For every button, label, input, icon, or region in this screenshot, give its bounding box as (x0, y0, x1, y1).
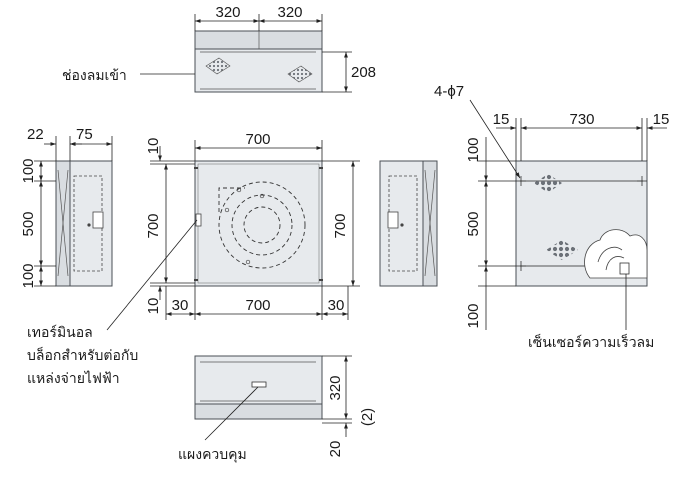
dim-left-w2: 75 (76, 126, 93, 143)
label-airflow-sensor: เซ็นเซอร์ความเร็วลม (528, 333, 654, 351)
dim-front-side-l: 30 (172, 297, 189, 314)
dim-top-h: 208 (351, 64, 376, 81)
dim-ctrl-bot: 20 (327, 441, 344, 458)
top-view: 320 320 208 ช่องลมเข้า (62, 4, 376, 93)
dim-front-top: 10 (145, 138, 162, 155)
right-view-handle (387, 211, 399, 229)
control-panel-display (251, 381, 267, 388)
right-side-view (379, 160, 438, 287)
dim-front-h-right: 700 (332, 213, 349, 238)
label-terminal-line2: บล็อกสำหรับต่อกับ (27, 346, 138, 364)
front-view-body (194, 160, 323, 287)
exhaust-grill-upper (534, 174, 562, 193)
label-terminal-line3: แหล่งจ่ายไฟฟ้า (27, 370, 120, 387)
dim-ctrl-note: (2) (359, 408, 376, 426)
dim-left-w1: 22 (27, 126, 44, 143)
dim-back-r: 15 (653, 111, 670, 128)
dim-top-a: 320 (215, 4, 240, 21)
label-air-inlet: ช่องลมเข้า (62, 68, 127, 84)
fan-outline (218, 181, 306, 269)
dim-left-h1: 100 (20, 158, 37, 183)
control-panel-view: แผงควบคุม 320 20 (2) (178, 355, 376, 463)
dim-back-hole: 4-ϕ7 (434, 83, 464, 100)
inlet-grill-left (205, 57, 231, 75)
dim-back-w: 730 (569, 111, 594, 128)
dim-front-w2: 700 (245, 297, 270, 314)
dim-left-h2: 500 (20, 211, 37, 236)
dim-ctrl-h: 320 (327, 375, 344, 400)
terminal-block (195, 213, 202, 227)
dim-left-h3: 100 (20, 263, 37, 288)
label-control-panel: แผงควบคุม (178, 447, 247, 463)
left-view-handle (92, 211, 104, 229)
airflow-sensor (584, 229, 648, 279)
dim-back-h3: 100 (465, 303, 482, 328)
exhaust-grill-lower (546, 240, 578, 260)
top-view-lip (194, 30, 323, 50)
dim-back-h2: 500 (465, 211, 482, 236)
front-view: 700 10 700 10 700 30 700 30 เทอร์มินอล บ… (27, 131, 360, 387)
dim-back-h1: 100 (465, 137, 482, 162)
back-view: 15 730 15 4-ϕ7 100 500 100 เซ็นเซอร์ความ… (434, 83, 669, 351)
dim-front-w: 700 (245, 131, 270, 148)
left-side-view: 22 75 100 500 100 (20, 126, 113, 289)
inlet-grill-right (287, 65, 313, 83)
dim-front-h: 700 (145, 213, 162, 238)
dim-front-bot: 10 (145, 298, 162, 315)
dim-top-b: 320 (277, 4, 302, 21)
dim-back-l: 15 (493, 111, 510, 128)
label-terminal-line1: เทอร์มินอล (27, 324, 93, 341)
dim-front-side-r: 30 (328, 297, 345, 314)
